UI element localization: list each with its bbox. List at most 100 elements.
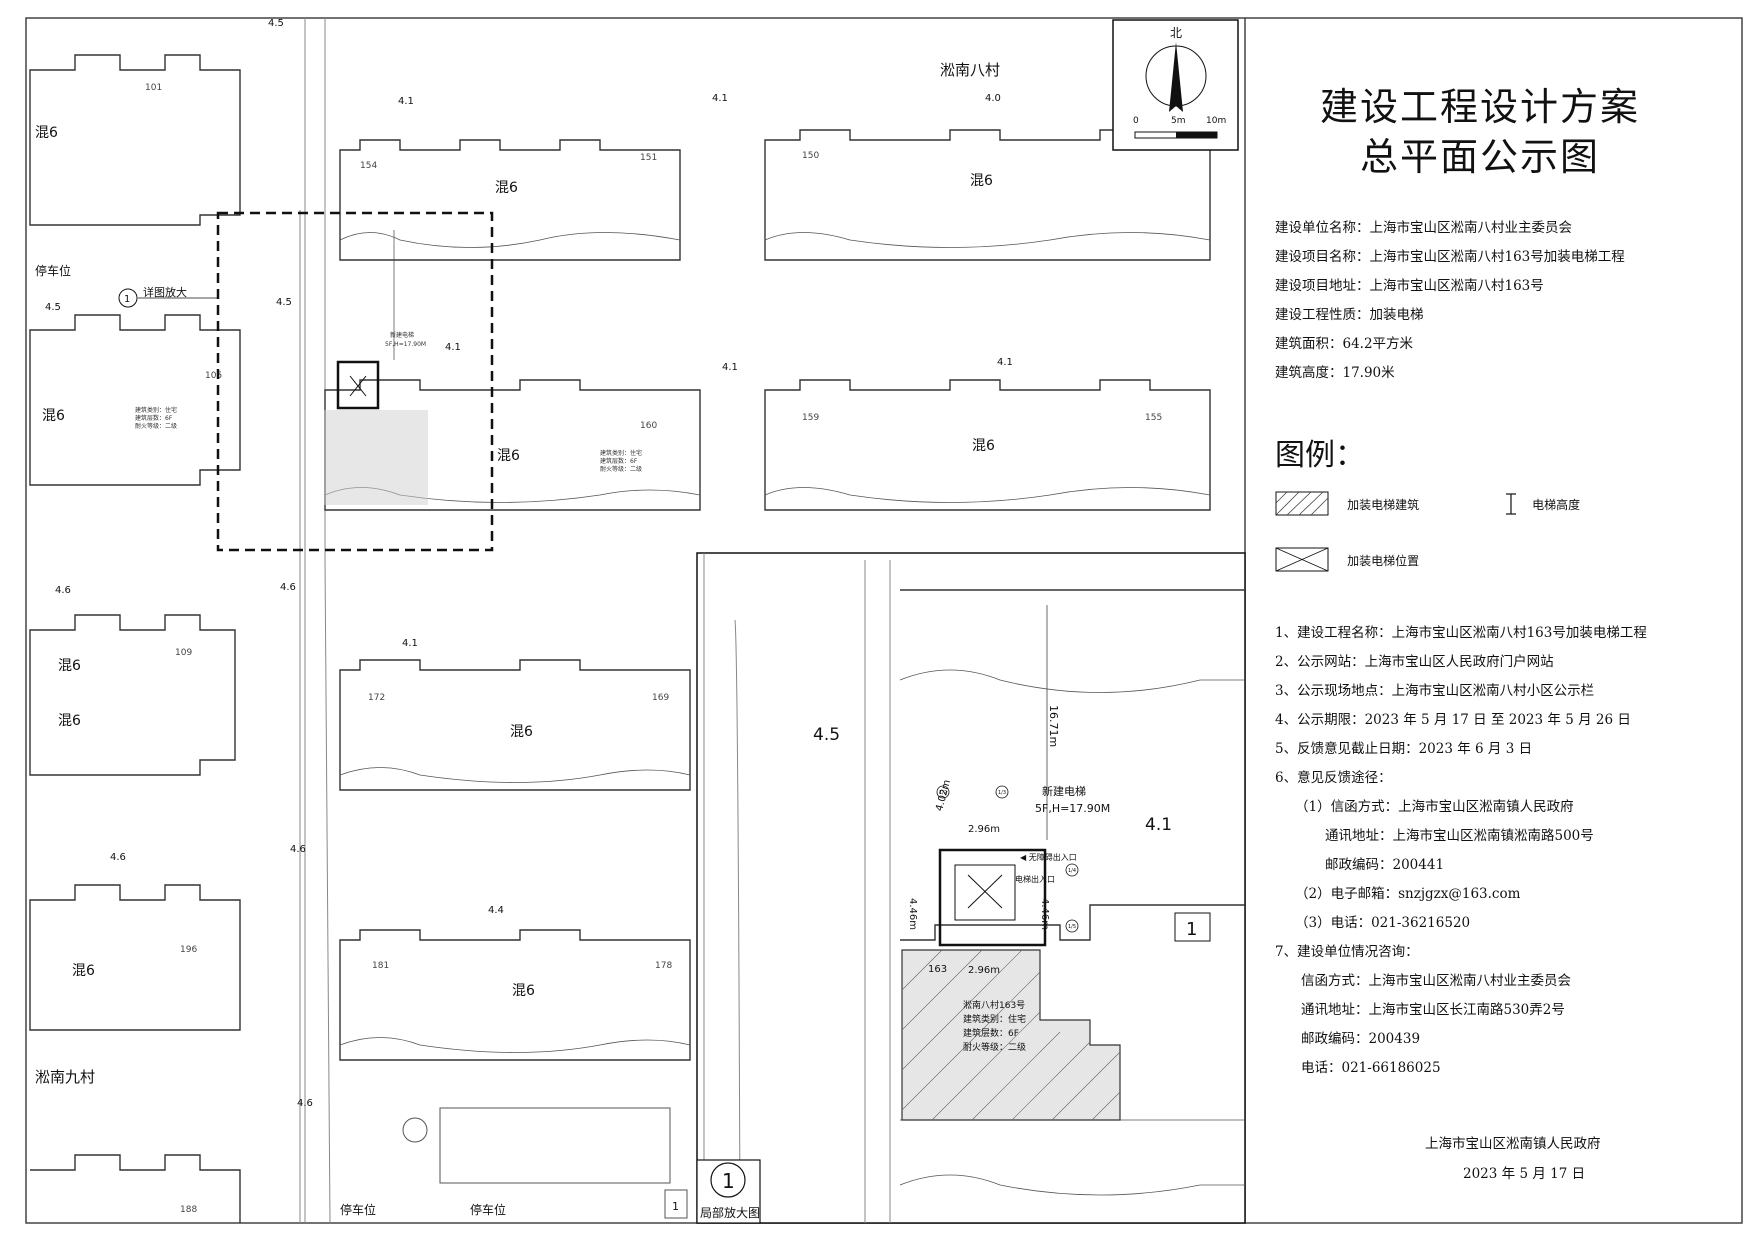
note-3: 3、公示现场地点：上海市宝山区淞南八村小区公示栏 xyxy=(1275,683,1595,699)
page-title: 建设工程设计方案 xyxy=(1319,85,1640,129)
detail-callout: 1 详图放大 xyxy=(118,285,218,308)
signature-date: 2023 年 5 月 17 日 xyxy=(1463,1166,1586,1182)
project-info-address: 建设项目地址：上海市宝山区淞南八村163号 xyxy=(1275,278,1544,294)
building-number: 105 xyxy=(205,371,222,381)
svg-text:0: 0 xyxy=(1133,116,1139,126)
project-info-nature: 建设工程性质：加装电梯 xyxy=(1275,307,1424,323)
building-105: 105 混6 xyxy=(29,314,241,486)
detail-boundary xyxy=(216,211,494,552)
building-number: 181 xyxy=(372,961,389,971)
building-type-label: 混6 xyxy=(72,963,95,979)
building-number: 159 xyxy=(802,413,819,423)
svg-text:耐火等级：二级: 耐火等级：二级 xyxy=(600,465,642,473)
svg-text:建筑层数：6F: 建筑层数：6F xyxy=(600,457,638,465)
building-number: 101 xyxy=(145,83,162,93)
svg-text:4.1: 4.1 xyxy=(712,93,728,104)
building-type-label: 混6 xyxy=(970,173,993,189)
building-number: 172 xyxy=(368,693,385,703)
building-181-178: 181 178 混6 xyxy=(339,929,691,1061)
svg-text:建筑类别：住宅: 建筑类别：住宅 xyxy=(600,449,642,457)
note-7: 7、建设单位情况咨询： xyxy=(1275,944,1419,960)
building-160-163: 160 混6 xyxy=(324,379,701,511)
elevation-marks: 4.5 4.1 4.1 4.0 4.5 4.1 4.1 4.1 4.6 4.6 … xyxy=(45,18,1013,1109)
axis-tags: 1/2 1/3 1/4 1/5 xyxy=(936,785,1079,933)
building-150: 150 混6 xyxy=(764,129,1211,261)
svg-text:4.46m: 4.46m xyxy=(907,898,918,930)
svg-text:建筑层数：6F: 建筑层数：6F xyxy=(963,1027,1019,1039)
elevator-site-main: 新建电梯 5F,H=17.90M xyxy=(324,230,428,505)
svg-text:建筑层数：6F: 建筑层数：6F xyxy=(135,414,173,422)
legend-item-crossed: 加装电梯位置 xyxy=(1275,547,1419,573)
svg-text:1: 1 xyxy=(722,1169,735,1193)
svg-text:4.1: 4.1 xyxy=(398,96,414,107)
building-number: 151 xyxy=(640,153,657,163)
svg-text:建筑类别：住宅: 建筑类别：住宅 xyxy=(135,406,177,414)
building-number: 154 xyxy=(360,161,377,171)
svg-text:电梯出入口: 电梯出入口 xyxy=(1015,874,1055,884)
svg-text:耐火等级：二级: 耐火等级：二级 xyxy=(963,1041,1026,1053)
building-type-label: 混6 xyxy=(58,713,81,729)
area-label-top: 淞南八村 xyxy=(940,61,1000,79)
crossed-rectangle-icon xyxy=(1275,547,1329,572)
note-1: 1、建设工程名称：上海市宝山区淞南八村163号加装电梯工程 xyxy=(1275,625,1647,641)
building-188: 188 xyxy=(30,1154,241,1223)
note-5: 5、反馈意见截止日期：2023 年 6 月 3 日 xyxy=(1275,741,1533,757)
note-6: 6、意见反馈途径： xyxy=(1275,770,1392,786)
north-icon xyxy=(1169,42,1183,112)
info-panel: 建设工程设计方案 总平面公示图 建设单位名称：上海市宝山区淞南八村业主委员会 建… xyxy=(1245,18,1745,1223)
svg-text:详图放大: 详图放大 xyxy=(143,285,187,299)
svg-text:4.6: 4.6 xyxy=(55,585,71,596)
svg-text:新建电梯: 新建电梯 xyxy=(390,331,414,339)
building-note-105: 建筑类别：住宅 建筑层数：6F 耐火等级：二级 xyxy=(135,406,177,430)
building-type-label: 混6 xyxy=(58,658,81,674)
north-label: 北 xyxy=(1170,26,1182,40)
building-number: 196 xyxy=(180,945,197,955)
note-7-zip: 邮政编码：200439 xyxy=(1301,1031,1421,1047)
svg-text:1/3: 1/3 xyxy=(998,790,1006,796)
svg-text:10m: 10m xyxy=(1206,116,1226,126)
area-label-bottom: 淞南九村 xyxy=(35,1068,95,1086)
building-number: 169 xyxy=(652,693,669,703)
svg-text:4.1: 4.1 xyxy=(445,342,461,353)
building-number: 188 xyxy=(180,1205,197,1215)
parking-label: 停车位 xyxy=(35,263,71,278)
svg-text:4.46m: 4.46m xyxy=(1039,898,1050,930)
note-7-address: 通讯地址：上海市宝山区长江南路530弄2号 xyxy=(1301,1002,1565,1018)
building-101: 101 混6 xyxy=(29,54,241,226)
svg-text:1: 1 xyxy=(1186,919,1197,940)
svg-text:1: 1 xyxy=(672,1200,679,1213)
building-note-160: 建筑类别：住宅 建筑层数：6F 耐火等级：二级 xyxy=(600,449,642,473)
svg-text:4.1: 4.1 xyxy=(1145,815,1172,835)
building-type-label: 混6 xyxy=(972,438,995,454)
svg-text:5m: 5m xyxy=(1171,116,1186,126)
svg-text:4.6: 4.6 xyxy=(297,1098,313,1109)
svg-text:4.6: 4.6 xyxy=(290,844,306,855)
parking-label: 停车位 xyxy=(340,1202,376,1217)
note-4: 4、公示期限：2023 年 5 月 17 日 至 2023 年 5 月 26 日 xyxy=(1275,712,1631,728)
note-2: 2、公示网站：上海市宝山区人民政府门户网站 xyxy=(1275,654,1554,670)
building-type-label: 混6 xyxy=(495,180,518,196)
signature-org: 上海市宝山区淞南镇人民政府 xyxy=(1425,1136,1601,1152)
hatched-building-163 xyxy=(901,949,1121,1121)
svg-text:4.6: 4.6 xyxy=(110,852,126,863)
svg-text:建筑类别：住宅: 建筑类别：住宅 xyxy=(963,1013,1026,1025)
svg-text:16.71m: 16.71m xyxy=(1047,705,1060,747)
svg-text:4.0: 4.0 xyxy=(985,93,1001,104)
building-109: 109 混6 混6 xyxy=(29,614,236,776)
page-subtitle: 总平面公示图 xyxy=(1359,135,1600,179)
parking-label: 停车位 xyxy=(470,1202,506,1217)
project-info-area: 建筑面积：64.2平方米 xyxy=(1275,336,1414,352)
svg-text:1/5: 1/5 xyxy=(1068,924,1076,930)
legend-label-hatched: 加装电梯建筑 xyxy=(1347,497,1420,512)
svg-text:2.96m: 2.96m xyxy=(968,965,1000,976)
detail-inset: 16.71m 新建电梯 5F,H=17.90M 4.02m 2.96m 4.46… xyxy=(696,552,1246,1224)
svg-text:局部放大图: 局部放大图 xyxy=(700,1205,760,1220)
legend-heading: 图例： xyxy=(1275,438,1365,473)
svg-text:5F,H=17.90M: 5F,H=17.90M xyxy=(385,341,426,348)
main-road xyxy=(299,18,331,1224)
north-arrow-box: 北 0 5m 10m xyxy=(1112,19,1239,151)
project-info-height: 建筑高度：17.90米 xyxy=(1275,365,1395,381)
note-6-1: （1）信函方式：上海市宝山区淞南镇人民政府 xyxy=(1295,799,1574,815)
building-154-151: 154 151 混6 xyxy=(339,139,681,261)
